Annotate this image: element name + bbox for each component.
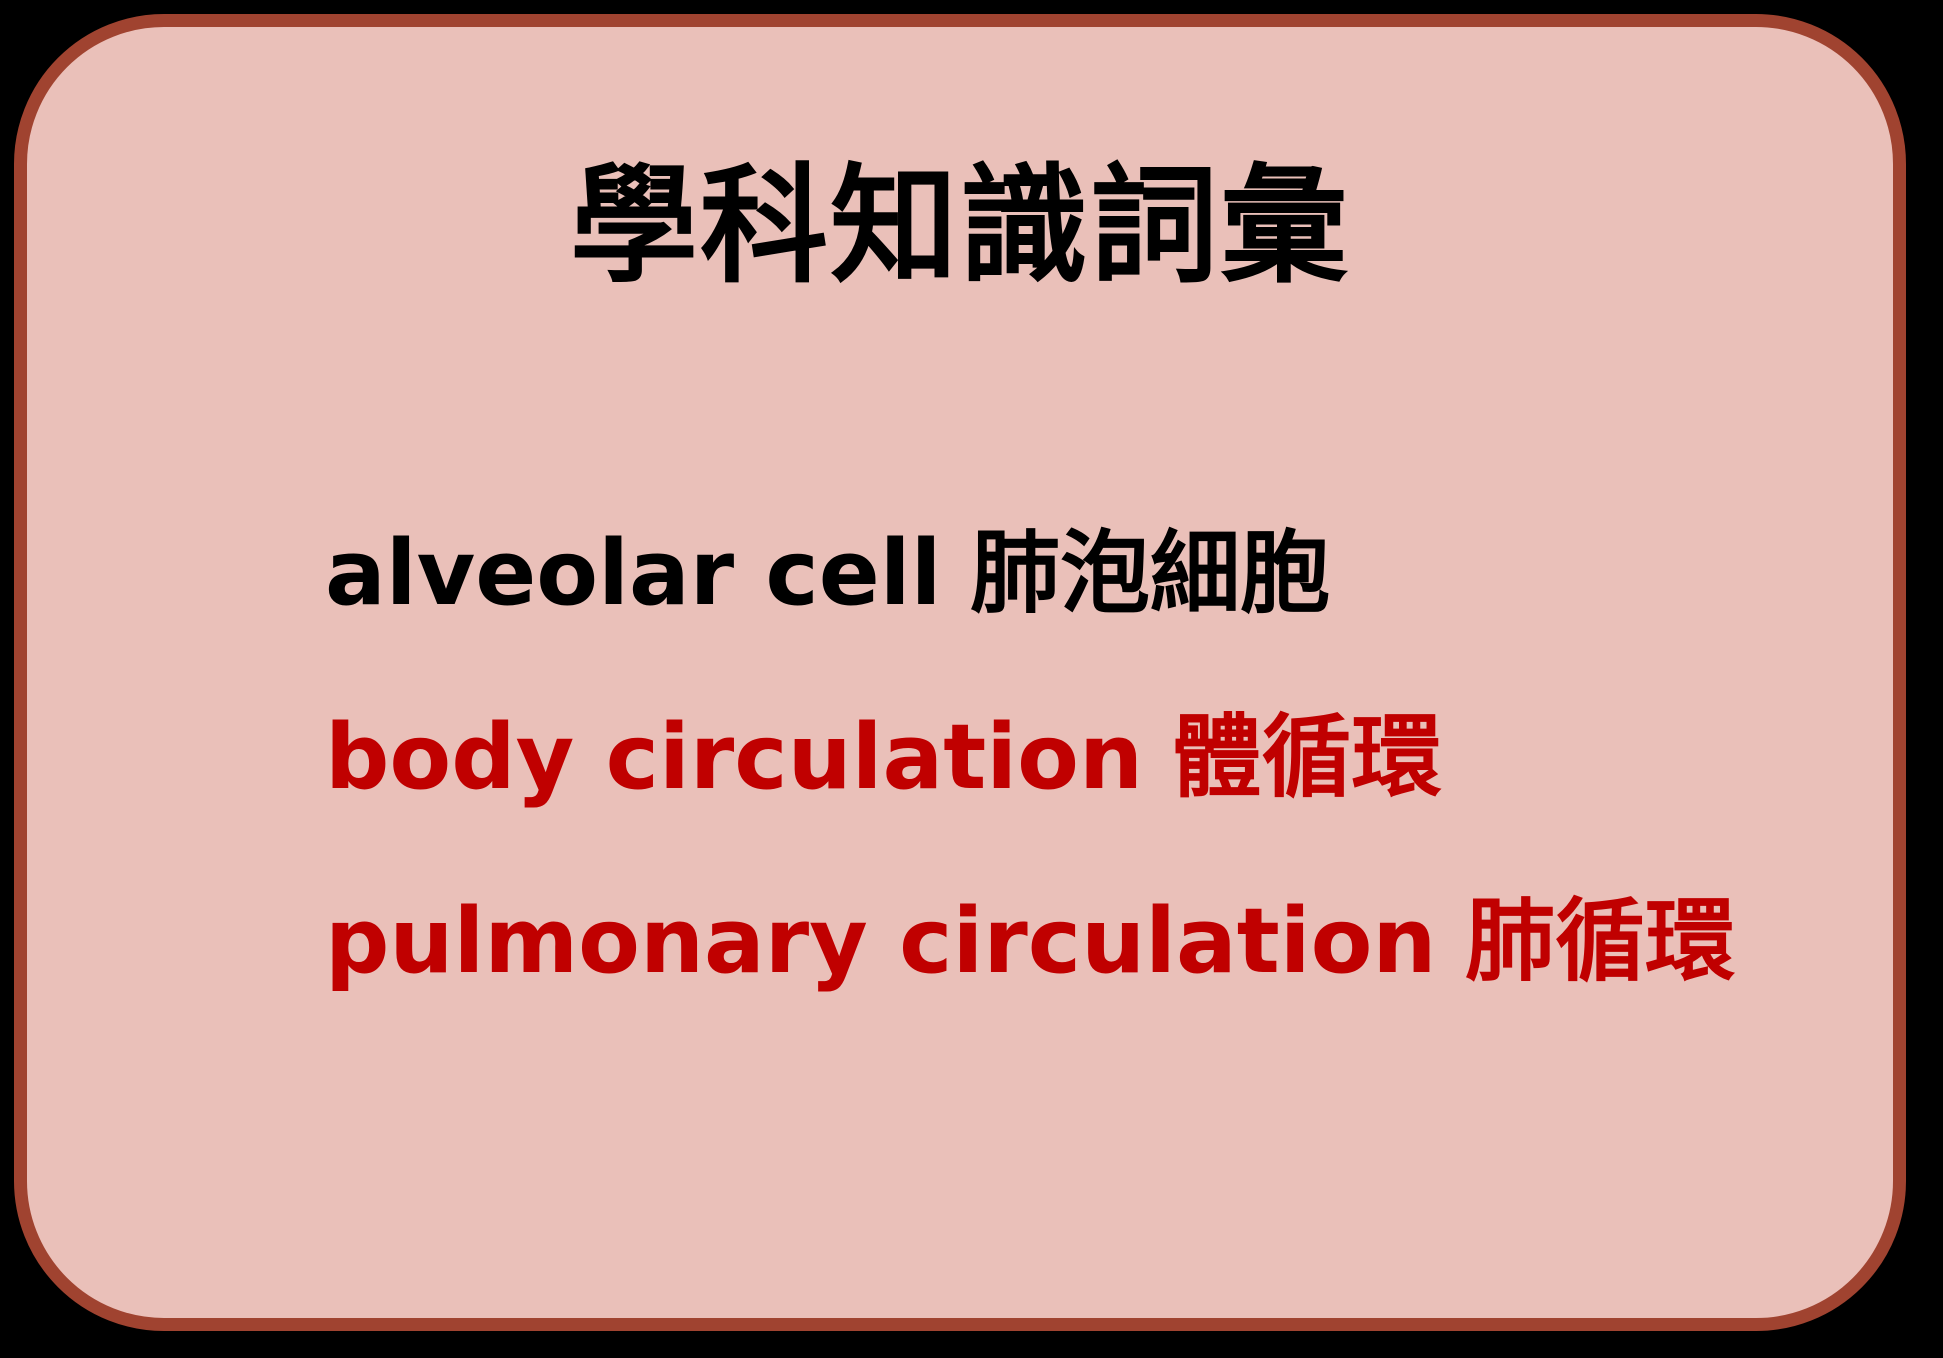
term-item: alveolar cell 肺泡細胞 <box>325 482 1735 666</box>
term-chinese: 肺循環 <box>1465 889 1736 994</box>
card-title: 學科知識詞彙 <box>569 152 1350 301</box>
vocabulary-card: 學科知識詞彙 alveolar cell 肺泡細胞 body circulati… <box>14 14 1906 1331</box>
term-english: pulmonary circulation <box>325 889 1437 994</box>
term-english: body circulation <box>325 705 1144 810</box>
term-item: body circulation 體循環 <box>325 666 1735 850</box>
term-item: pulmonary circulation 肺循環 <box>325 850 1735 1034</box>
term-list: alveolar cell 肺泡細胞 body circulation 體循環 … <box>325 482 1735 1034</box>
term-chinese: 體循環 <box>1171 705 1442 810</box>
term-chinese: 肺泡細胞 <box>970 521 1331 626</box>
term-english: alveolar cell <box>325 521 942 626</box>
